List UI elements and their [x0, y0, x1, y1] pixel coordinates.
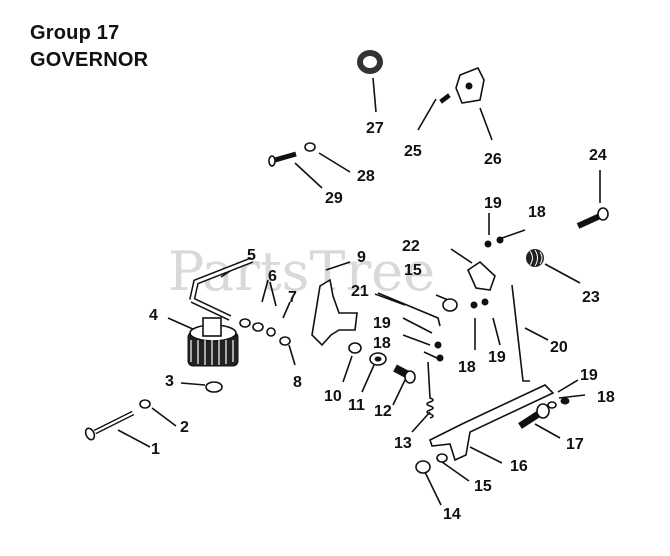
part-shapes: [84, 50, 609, 474]
diagram-title: GOVERNOR: [30, 49, 149, 71]
callout-24: 24: [589, 147, 607, 164]
callout-8: 8: [293, 374, 302, 391]
callout-29: 29: [325, 190, 343, 207]
group-label: Group 17: [30, 22, 120, 44]
callout-2: 2: [180, 419, 189, 436]
bolt-1-icon: [84, 410, 135, 441]
nut-18a-icon: [496, 236, 504, 244]
washer-18b-icon: [470, 301, 478, 309]
callout-22: 22: [402, 238, 420, 255]
callout-27: 27: [366, 120, 384, 137]
callout-19-fourth: 19: [580, 367, 598, 384]
callout-26: 26: [484, 151, 502, 168]
callout-18-second: 18: [528, 204, 546, 221]
callout-11: 11: [348, 397, 365, 414]
nut-2-icon: [139, 399, 151, 409]
screw-25-icon: [439, 93, 451, 104]
washer-19a-icon: [484, 240, 492, 248]
nut-18d-icon: [560, 397, 570, 405]
bracket-22-icon: [466, 260, 496, 291]
clamp-26-icon: [455, 66, 485, 104]
governor-rod-20-icon: [511, 284, 530, 382]
callout-15-second: 15: [404, 262, 422, 279]
callout-5: 5: [247, 247, 256, 264]
washer-7-icon: [266, 327, 276, 337]
governor-gear-4-icon: [187, 317, 239, 367]
washer-6b-icon: [252, 322, 264, 332]
bushing-11-icon: [369, 352, 387, 366]
callout-23: 23: [582, 289, 600, 306]
callout-7: 7: [288, 289, 297, 306]
callout-28: 28: [357, 168, 375, 185]
callout-18-fourth: 18: [458, 359, 476, 376]
governor-lever-9-icon: [311, 278, 358, 347]
callout-25: 25: [404, 143, 422, 160]
washer-18c-icon: [434, 341, 442, 349]
callout-6: 6: [268, 268, 277, 285]
callout-labels: 1 2 3 4 5 6 7 8 9 10 11 12 13 14 15 16 1…: [149, 120, 615, 523]
callout-15: 15: [474, 478, 492, 495]
leader-lines: [117, 77, 601, 506]
callout-18-third: 18: [373, 335, 391, 352]
spacer-3-icon: [205, 381, 223, 393]
oil-seal-27-icon: [357, 50, 383, 74]
adjust-knob-23-icon: [526, 249, 544, 267]
washer-15-icon: [436, 453, 448, 463]
callout-3: 3: [165, 373, 174, 390]
callout-12: 12: [374, 403, 392, 420]
governor-shaft-5-icon: [189, 257, 254, 321]
washer-19b-icon: [481, 298, 489, 306]
callout-19: 19: [484, 195, 502, 212]
callout-18: 18: [597, 389, 615, 406]
callout-10: 10: [324, 388, 342, 405]
shoulder-bolt-12-icon: [393, 364, 416, 384]
nut-10-icon: [348, 342, 362, 354]
nut-28-icon: [304, 142, 316, 152]
control-lever-16-icon: [429, 384, 555, 462]
nut-14-icon: [415, 460, 431, 474]
callout-14: 14: [443, 506, 461, 523]
washer-19d-icon: [547, 401, 557, 409]
callout-1: 1: [151, 441, 160, 458]
spring-13-icon: [426, 361, 434, 419]
callout-9: 9: [357, 249, 366, 266]
callout-19-second: 19: [373, 315, 391, 332]
callout-17: 17: [566, 436, 584, 453]
callout-4: 4: [149, 307, 158, 324]
watermark: PartsTree: [168, 240, 435, 303]
bolt-17-icon: [518, 403, 550, 429]
callout-21: 21: [351, 283, 369, 300]
callout-13: 13: [394, 435, 412, 452]
nut-15b-icon: [442, 298, 458, 312]
bolt-24-icon: [576, 207, 609, 229]
washer-6a-icon: [239, 318, 251, 328]
callout-19-third: 19: [488, 349, 506, 366]
bolt-29-icon: [268, 151, 297, 167]
callout-20: 20: [550, 339, 568, 356]
washer-19c-icon: [436, 354, 444, 362]
clip-8-icon: [279, 336, 291, 346]
callout-16: 16: [510, 458, 528, 475]
link-21-icon: [377, 292, 441, 327]
